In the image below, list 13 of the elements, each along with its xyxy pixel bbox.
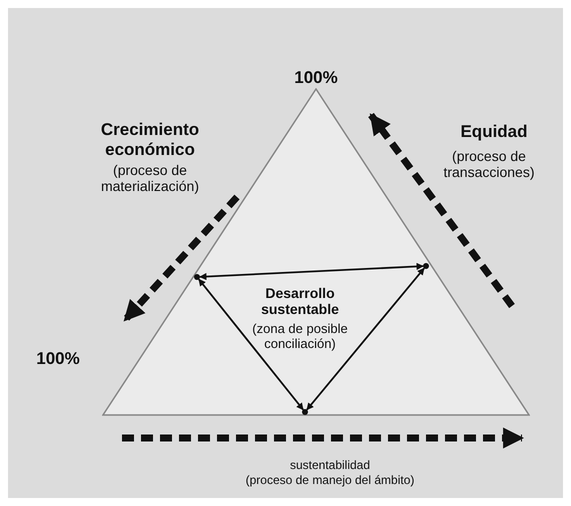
double-arrow <box>199 262 424 280</box>
axis-title: sustentabilidad <box>288 459 372 473</box>
axis-title: Crecimiento económico <box>100 120 200 160</box>
percentage-label: 100% <box>35 349 81 369</box>
double-arrow <box>198 278 304 410</box>
zone-title: Desarrollo sustentable <box>260 285 340 318</box>
axis-title: Equidad <box>459 122 529 142</box>
axis-subtitle: (proceso de transacciones) <box>442 148 536 180</box>
axis-subtitle: (proceso de materialización) <box>100 162 200 194</box>
percentage-label: 100% <box>293 68 339 88</box>
zone-description: (zona de posible conciliación) <box>251 322 349 352</box>
axis-subtitle: (proceso de manejo del ámbito) <box>244 474 416 488</box>
double-arrow <box>306 268 425 410</box>
